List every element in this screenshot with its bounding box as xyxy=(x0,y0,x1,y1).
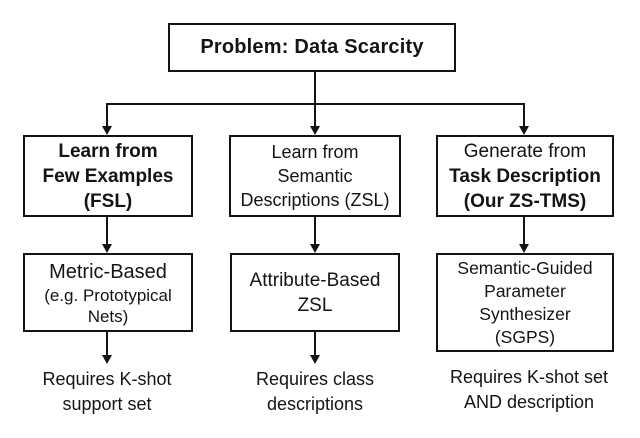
zstms-requirement: Requires K-shot set AND description xyxy=(430,365,628,415)
arrow-down-icon xyxy=(519,244,529,253)
arrow-down-icon xyxy=(519,126,529,135)
arrow-down-icon xyxy=(310,355,320,364)
box-line: Descriptions (ZSL) xyxy=(240,190,390,210)
arrow-down-icon xyxy=(102,355,112,364)
box-line: (SGPS) xyxy=(494,326,556,347)
box-line: Learn from xyxy=(58,140,158,162)
box-line: Task Description xyxy=(449,165,601,187)
box-line: Synthesizer xyxy=(479,303,571,324)
fsl-requirement: Requires K-shot support set xyxy=(17,367,197,417)
caption-line: descriptions xyxy=(266,394,364,414)
box-line: Nets) xyxy=(87,306,129,326)
box-line: ZSL xyxy=(297,294,333,316)
box-line: (e.g. Prototypical xyxy=(44,285,172,305)
fsl-approach-box: Learn from Few Examples (FSL) xyxy=(23,135,193,217)
arrow-down-icon xyxy=(102,126,112,135)
sgps-box: Semantic-Guided Parameter Synthesizer (S… xyxy=(436,253,614,352)
box-line: Semantic-Guided xyxy=(457,257,593,278)
box-line: Few Examples xyxy=(42,165,174,187)
zstms-method-stem xyxy=(523,217,525,245)
zsl-approach-box: Learn from Semantic Descriptions (ZSL) xyxy=(229,135,401,217)
arrow-down-icon xyxy=(310,244,320,253)
box-line: (FSL) xyxy=(83,190,133,212)
fsl-requirement-stem xyxy=(106,332,108,356)
box-line: (Our ZS-TMS) xyxy=(463,190,587,212)
branch-drop-zsl xyxy=(314,103,316,126)
problem-label: Problem: Data Scarcity xyxy=(200,36,424,58)
caption-line: Requires K-shot set xyxy=(449,367,609,387)
metric-based-box: Metric-Based (e.g. Prototypical Nets) xyxy=(23,253,193,332)
arrow-down-icon xyxy=(102,244,112,253)
zsl-requirement: Requires class descriptions xyxy=(222,367,408,417)
box-line: Parameter xyxy=(484,280,566,301)
box-line: Generate from xyxy=(463,140,587,162)
box-line: Semantic xyxy=(277,166,353,186)
branch-drop-fsl xyxy=(106,103,108,126)
attribute-zsl-box: Attribute-Based ZSL xyxy=(230,253,400,332)
box-line: Metric-Based xyxy=(49,260,167,283)
zstms-approach-box: Generate from Task Description (Our ZS-T… xyxy=(436,135,614,217)
caption-line: Requires K-shot xyxy=(42,369,172,389)
zsl-method-stem xyxy=(314,217,316,245)
problem-box: Problem: Data Scarcity xyxy=(168,23,456,72)
fsl-method-stem xyxy=(106,217,108,245)
root-stem-line xyxy=(314,71,316,105)
box-line: Attribute-Based xyxy=(249,269,381,291)
zsl-requirement-stem xyxy=(314,332,316,356)
arrow-down-icon xyxy=(310,126,320,135)
branch-drop-zstms xyxy=(523,103,525,126)
caption-line: Requires class xyxy=(255,369,375,389)
box-line: Learn from xyxy=(271,142,359,162)
caption-line: support set xyxy=(62,394,152,414)
caption-line: AND description xyxy=(463,392,595,412)
